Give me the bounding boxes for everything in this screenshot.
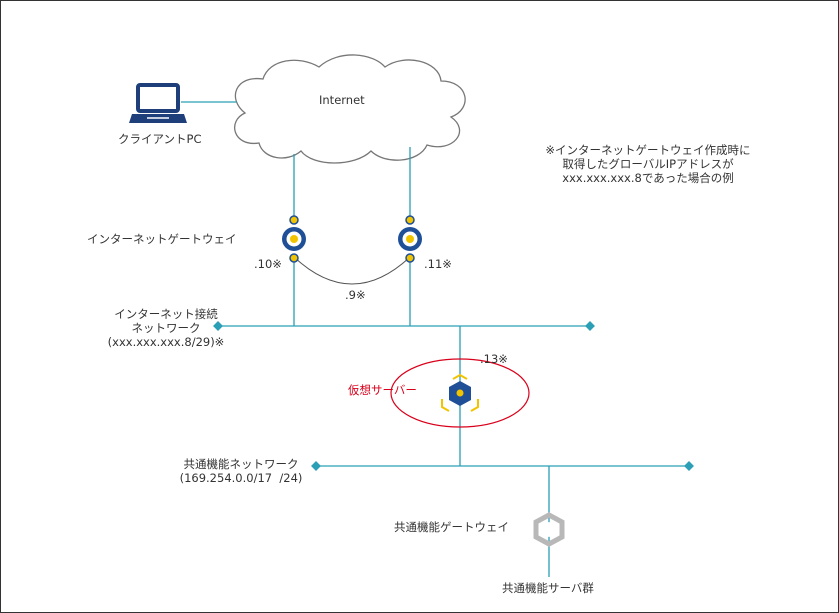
note-line: ※インターネットゲートウェイ作成時に <box>545 143 751 157</box>
network-end-markers <box>213 321 694 471</box>
ip-server-label: .13※ <box>480 352 508 366</box>
network-name-line: インターネット接続 <box>114 307 218 321</box>
laptop-icon <box>129 83 187 123</box>
network-name-line: ネットワーク <box>131 321 201 335</box>
virtual-server-label: 仮想サーバー <box>348 383 417 397</box>
internet-gateway-label: インターネットゲートウェイ <box>87 232 237 246</box>
connection-lines <box>181 101 689 577</box>
internet-network-label: インターネット接続 ネットワーク (xxx.xxx.xxx.8/29)※ <box>81 307 251 349</box>
cloud-icon <box>234 54 466 164</box>
gateway-link-arc <box>293 256 411 285</box>
common-gateway-label: 共通機能ゲートウェイ <box>394 520 509 534</box>
note-line: 取得したグローバルIPアドレスが <box>562 157 734 171</box>
network-name-line: 共通機能ネットワーク <box>183 457 299 471</box>
gateway-icon <box>282 215 306 263</box>
network-cidr-line: (xxx.xxx.xxx.8/29)※ <box>107 335 225 349</box>
common-network-label: 共通機能ネットワーク (169.254.0.0/17 /24) <box>166 457 316 485</box>
note-text: ※インターネットゲートウェイ作成時に 取得したグローバルIPアドレスが xxx.… <box>531 143 765 185</box>
internet-label: Internet <box>319 93 365 107</box>
ip-mid-label: .9※ <box>345 288 366 302</box>
virtual-server-icon <box>441 373 479 412</box>
common-servers-label: 共通機能サーバ群 <box>502 581 594 595</box>
client-pc-label: クライアントPC <box>118 132 202 146</box>
network-cidr-line: (169.254.0.0/17 /24) <box>179 471 303 485</box>
virtual-server-highlight <box>390 358 530 428</box>
gateway-icon <box>398 215 422 263</box>
note-line: xxx.xxx.xxx.8であった場合の例 <box>562 171 734 185</box>
ip-left-label: .10※ <box>254 257 282 271</box>
ip-right-label: .11※ <box>424 257 452 271</box>
common-gateway-icon <box>533 512 565 547</box>
